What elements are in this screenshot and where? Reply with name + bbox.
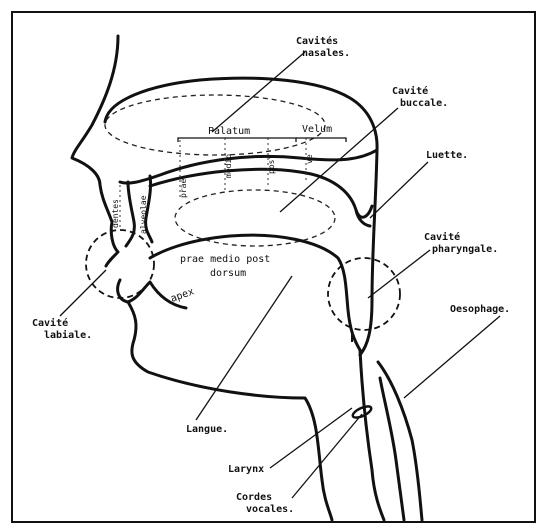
label-post-vertical: post bbox=[267, 155, 276, 174]
label-prae-vertical: prae bbox=[179, 179, 188, 198]
leader-labial bbox=[60, 270, 106, 316]
label-ve-vertical: ve bbox=[305, 154, 314, 164]
nasal-dashed-ellipse bbox=[105, 95, 325, 155]
neck-back-outline bbox=[360, 350, 384, 520]
leader-esophagus bbox=[404, 316, 500, 398]
pharyngeal-dashed-circle bbox=[328, 258, 400, 330]
frame-border bbox=[12, 12, 535, 522]
label-palatum: Palatum bbox=[208, 126, 250, 137]
label-nasal-cavities-2: nasales. bbox=[302, 48, 350, 59]
label-tongue: Langue. bbox=[186, 424, 228, 435]
label-apex: apex bbox=[169, 286, 195, 305]
label-tongue-regions: prae medio post bbox=[180, 254, 270, 265]
label-medio-vertical: medio bbox=[224, 154, 233, 178]
label-nasal-cavities: Cavités bbox=[296, 35, 338, 47]
label-velum: Velum bbox=[302, 124, 332, 135]
leader-nasal bbox=[212, 52, 305, 132]
label-buccal-cavity: Cavité bbox=[392, 85, 428, 97]
label-dentes: dentes bbox=[111, 199, 120, 228]
leader-larynx bbox=[270, 408, 352, 468]
label-pharyngeal-cavity-2: pharyngale. bbox=[432, 244, 498, 255]
label-buccal-cavity-2: buccale. bbox=[400, 98, 448, 109]
label-larynx: Larynx bbox=[228, 464, 264, 475]
label-vocal-cords-2: vocales. bbox=[246, 504, 294, 515]
label-pharyngeal-cavity: Cavité bbox=[424, 231, 460, 243]
esophagus-outline bbox=[378, 362, 422, 520]
oral-dashed-ellipse bbox=[175, 190, 335, 246]
velum-bracket bbox=[296, 138, 346, 142]
palatum-bracket bbox=[178, 138, 296, 142]
pharynx-wall bbox=[360, 150, 377, 355]
leader-buccal bbox=[280, 108, 398, 212]
label-alveolae: alveolae bbox=[139, 195, 148, 234]
larynx-ring-icon bbox=[351, 404, 373, 420]
label-esophagus: Oesophage. bbox=[450, 304, 510, 315]
label-vocal-cords: Cordes bbox=[236, 492, 272, 503]
label-labial-cavity-2: labiale. bbox=[44, 329, 92, 341]
leader-uvula bbox=[370, 162, 428, 218]
label-labial-cavity: Cavité bbox=[32, 317, 68, 329]
label-uvula: Luette. bbox=[426, 150, 468, 161]
label-dorsum: dorsum bbox=[210, 268, 246, 279]
